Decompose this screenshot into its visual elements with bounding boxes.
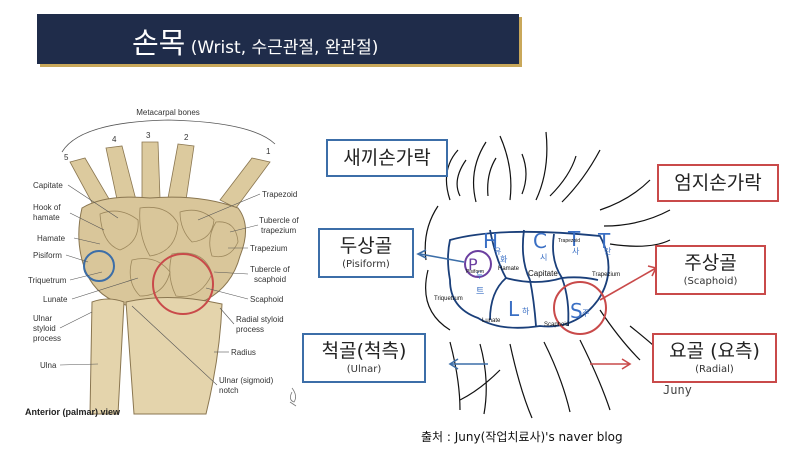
artist-mark bbox=[289, 387, 297, 407]
radial-kr: 요골 (요측) bbox=[669, 340, 760, 362]
wrist-sketch: H C T T P L S 트 유 시 사 하 탄 두 주 화 Hamate C… bbox=[416, 131, 681, 419]
anatomy-label: styloid bbox=[33, 324, 56, 333]
anatomy-caption: Anterior (palmar) view bbox=[25, 407, 121, 417]
scaphoid-sketch-highlight bbox=[553, 281, 607, 335]
bone-label: Trapezium bbox=[592, 272, 620, 278]
anatomy-label: Ulna bbox=[40, 361, 57, 370]
anatomy-label: Scaphoid bbox=[250, 295, 283, 304]
carpal-outline bbox=[447, 230, 610, 329]
bone-label: Scaphoid bbox=[544, 322, 569, 328]
scaphoid-letter: S bbox=[570, 299, 583, 323]
anatomy-label: Pisiform bbox=[33, 251, 62, 260]
pisiform-letter: P bbox=[468, 255, 478, 274]
anatomy-label: Ulnar (sigmoid) bbox=[219, 376, 274, 385]
metacarpal-number: 1 bbox=[266, 147, 271, 156]
radius-bone bbox=[125, 297, 223, 415]
bone-syllable: 유 bbox=[494, 247, 501, 256]
thumb-label: 엄지손가락 bbox=[674, 172, 762, 194]
anatomy-label: Ulnar bbox=[33, 314, 52, 323]
anatomy-left-labels: Capitate Hook of hamate Hamate Pisiform … bbox=[28, 181, 68, 370]
title-main: 손목 bbox=[132, 26, 186, 60]
pisiform-sketch-highlight bbox=[464, 250, 492, 278]
scaphoid-kr: 주상골 bbox=[684, 252, 737, 274]
ulnar-kr: 척골(척측) bbox=[321, 340, 407, 362]
anatomy-label: Tubercle of bbox=[259, 216, 300, 225]
bone-letters: H C T T P L S 트 bbox=[468, 227, 611, 323]
bone-syllable: 두 bbox=[476, 271, 483, 280]
scaphoid-box: 주상골 (Scaphoid) bbox=[655, 245, 766, 295]
anatomy-right-labels: Trapezoid Tubercle of trapezium Trapeziu… bbox=[219, 190, 300, 395]
metacarpal-shafts bbox=[69, 141, 271, 211]
carpal-divisions bbox=[489, 229, 599, 327]
hamate-letter: H bbox=[483, 229, 498, 253]
bone-syllable: 사 bbox=[572, 247, 580, 256]
anatomy-label: Radius bbox=[231, 348, 256, 357]
metacarpal-label: Metacarpal bones bbox=[136, 108, 200, 117]
anatomy-label: Hook of bbox=[33, 203, 61, 212]
trapezoid-letter: T bbox=[567, 227, 581, 251]
little-finger-box: 새끼손가락 bbox=[326, 139, 448, 177]
anatomy-label: Lunate bbox=[43, 295, 68, 304]
bone-label: Capitate bbox=[528, 269, 558, 278]
anatomy-label: trapezium bbox=[261, 226, 296, 235]
anatomy-label: Triquetrum bbox=[28, 276, 67, 285]
metacarpal-number: 5 bbox=[64, 153, 69, 162]
metacarpal-number: 2 bbox=[184, 133, 189, 142]
lunate-letter: L bbox=[508, 297, 520, 321]
anatomy-label: Trapezium bbox=[250, 244, 288, 253]
source-credit: 출처 : Juny(작업치료사)'s naver blog bbox=[421, 430, 623, 444]
bone-hangul: 유 시 사 하 탄 두 주 화 bbox=[476, 246, 612, 318]
little-finger-label: 새끼손가락 bbox=[343, 147, 431, 169]
bone-label: Triquetrum bbox=[434, 296, 463, 302]
ulnar-en: (Ulnar) bbox=[346, 364, 382, 375]
anatomy-label: process bbox=[236, 325, 264, 334]
capitate-letter: C bbox=[533, 229, 547, 253]
bone-label: Hamate bbox=[498, 266, 520, 272]
pisiform-kr: 두상골 bbox=[339, 235, 393, 257]
pisiform-en: (Pisiform) bbox=[342, 259, 390, 270]
anatomy-label: scaphoid bbox=[254, 275, 286, 284]
triquetrum-letter: 트 bbox=[476, 287, 484, 297]
bone-syllable: 시 bbox=[540, 253, 547, 262]
ulnar-box: 척골(척측) (Ulnar) bbox=[302, 333, 426, 383]
bone-syllable: 탄 bbox=[604, 246, 612, 256]
scaphoid-highlight bbox=[152, 253, 214, 315]
anatomy-label: process bbox=[33, 334, 61, 343]
bone-syllable: 화 bbox=[500, 255, 508, 264]
anatomy-label: Trapezoid bbox=[262, 190, 297, 199]
title-banner: 손목 (Wrist, 수근관절, 완관절) bbox=[37, 14, 519, 64]
signature: Juny bbox=[663, 383, 692, 397]
pointer-arrows bbox=[416, 249, 658, 370]
bone-label: Trapezoid bbox=[558, 238, 580, 244]
ulna-bone bbox=[89, 298, 125, 415]
metacarpal-number: 3 bbox=[146, 131, 151, 140]
scaphoid-en: (Scaphoid) bbox=[683, 276, 738, 287]
bone-label: Pisiform bbox=[466, 269, 484, 275]
page-title: 손목 (Wrist, 수근관절, 완관절) bbox=[132, 20, 378, 62]
bone-labels: Hamate Capitate Trapezoid Trapezium Pisi… bbox=[434, 238, 620, 328]
anatomy-label: Hamate bbox=[37, 234, 66, 243]
bone-syllable: 주 bbox=[582, 309, 589, 318]
bone-label: Lunate bbox=[482, 318, 501, 324]
anatomy-leader-lines bbox=[59, 184, 261, 386]
wrist-anatomy-illustration: Metacarpal bones 5 4 3 2 1 Capitate Hook… bbox=[25, 108, 300, 417]
metacarpal-number: 4 bbox=[112, 135, 117, 144]
carpal-bone-outlines bbox=[99, 206, 239, 297]
title-subtitle: (Wrist, 수근관절, 완관절) bbox=[185, 38, 379, 58]
pisiform-box: 두상골 (Pisiform) bbox=[318, 228, 414, 278]
metacarpal-bracket bbox=[61, 119, 276, 153]
metacarpal-numbers: 5 4 3 2 1 bbox=[64, 131, 271, 162]
bone-syllable: 하 bbox=[522, 306, 530, 316]
anatomy-label: Radial styloid bbox=[236, 315, 284, 324]
thumb-box: 엄지손가락 bbox=[657, 164, 779, 202]
trapezium-letter: T bbox=[597, 229, 611, 253]
radial-en: (Radial) bbox=[695, 364, 734, 375]
radial-box: 요골 (요측) (Radial) bbox=[652, 333, 777, 383]
anatomy-label: Capitate bbox=[33, 181, 63, 190]
anatomy-label: notch bbox=[219, 386, 239, 395]
pisiform-highlight bbox=[83, 250, 115, 282]
anatomy-label: hamate bbox=[33, 213, 60, 222]
anatomy-label: Tubercle of bbox=[250, 265, 291, 274]
